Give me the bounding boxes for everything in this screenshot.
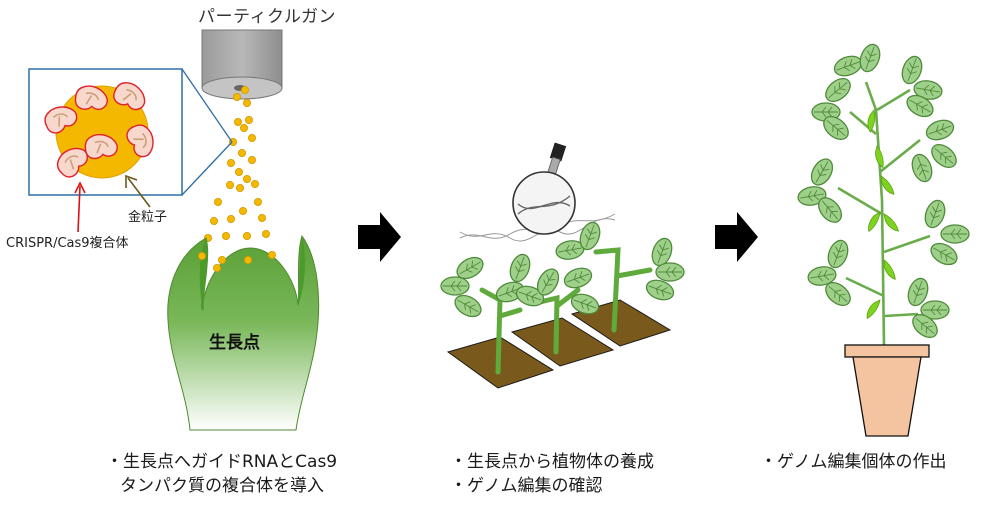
gold-particle (226, 158, 235, 167)
crispr-complex-label: CRISPR/Cas9複合体 (6, 236, 129, 251)
gold-particle (233, 118, 242, 127)
zoom-inset (28, 68, 233, 196)
particle-gun-label: パーティクルガン (198, 7, 336, 27)
step-1-line-2: タンパク質の複合体を導入 (120, 476, 324, 496)
gold-particle (235, 183, 244, 192)
gold-particle (225, 180, 234, 189)
gold-particle-label: 金粒子 (128, 210, 168, 225)
gold-particle (217, 255, 226, 264)
step-3-line-1: ・ゲノム編集個体の作出 (760, 452, 947, 472)
gold-particle (242, 174, 251, 183)
flower-pot-icon (844, 344, 930, 437)
gold-particle (221, 231, 230, 240)
gold-pointer-arrow (125, 174, 151, 208)
gold-particle (261, 229, 270, 238)
gold-particle (247, 133, 256, 142)
gold-particle (238, 206, 247, 215)
gold-particle (209, 216, 218, 225)
step-2-caption: ・生長点から植物体の養成 ・ゲノム編集の確認 (450, 450, 654, 498)
gold-particle (240, 86, 249, 95)
gold-particle (232, 93, 241, 102)
gold-particle (250, 179, 259, 188)
gold-particle (226, 214, 235, 223)
gold-particle (242, 99, 251, 108)
mature-plant (795, 41, 970, 346)
magnifier-icon (512, 142, 576, 235)
gold-particle (242, 231, 251, 240)
step-2-line-1: ・生長点から植物体の養成 (450, 452, 654, 472)
gold-particle (234, 167, 243, 176)
step-1-caption: ・生長点へガイドRNAとCas9 タンパク質の複合体を導入 (106, 450, 337, 498)
gold-particle (244, 116, 253, 125)
step-1-line-1: ・生長点へガイドRNAとCas9 (106, 452, 338, 472)
gold-particle (257, 213, 266, 222)
gold-particle (253, 197, 262, 206)
gold-particle-stream (203, 86, 270, 242)
right-arrow-icon (358, 212, 401, 262)
gold-particle (243, 255, 252, 264)
step-3-caption: ・ゲノム編集個体の作出 (760, 450, 947, 474)
step-2-line-2: ・ゲノム編集の確認 (450, 476, 603, 496)
gold-particle (267, 250, 276, 259)
gold-particle (197, 251, 206, 260)
gold-particle (247, 155, 256, 164)
crispr-pointer-arrow (74, 181, 86, 233)
meristem-label: 生長点 (209, 333, 260, 353)
right-arrow-icon (715, 212, 758, 262)
gold-particle (239, 124, 248, 133)
gold-particle (212, 263, 221, 272)
gold-particle (213, 197, 222, 206)
gold-particle (237, 148, 246, 157)
seedling-plants (440, 219, 685, 375)
